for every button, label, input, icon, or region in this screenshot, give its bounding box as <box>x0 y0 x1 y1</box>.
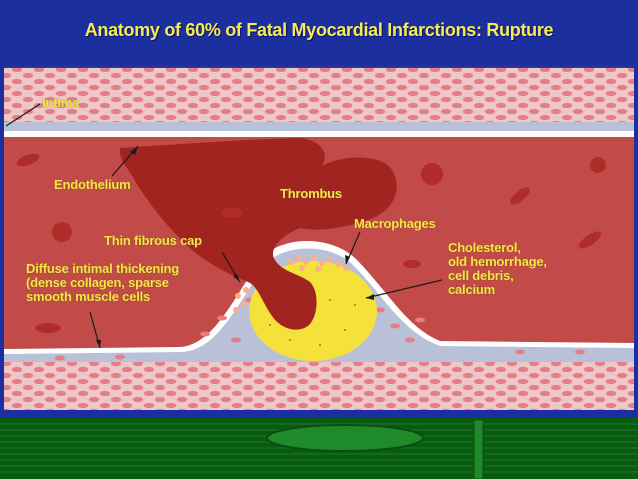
label-cholesterol: Cholesterol, old hemorrhage, cell debris… <box>448 240 547 297</box>
projector-lens <box>266 424 424 452</box>
arrow-heads <box>96 146 374 348</box>
label-endothelium: Endothelium <box>54 177 131 192</box>
top-endothelium <box>4 131 634 137</box>
slide-title: Anatomy of 60% of Fatal Myocardial Infar… <box>84 20 554 40</box>
label-intima: Intima <box>42 95 80 110</box>
top-intima-band <box>4 122 634 132</box>
macrophages <box>233 255 349 313</box>
label-thrombus: Thrombus <box>280 186 342 201</box>
bottom-endothelium <box>4 240 634 354</box>
blood-cells <box>16 153 606 333</box>
label-macrophages: Macrophages <box>354 216 436 231</box>
label-diffuse-intimal-thickening: Diffuse intimal thickening (dense collag… <box>26 261 179 304</box>
projector-stand <box>473 419 484 479</box>
thrombus-shape <box>119 138 397 330</box>
label-thin-fibrous-cap: Thin fibrous cap <box>104 233 202 248</box>
